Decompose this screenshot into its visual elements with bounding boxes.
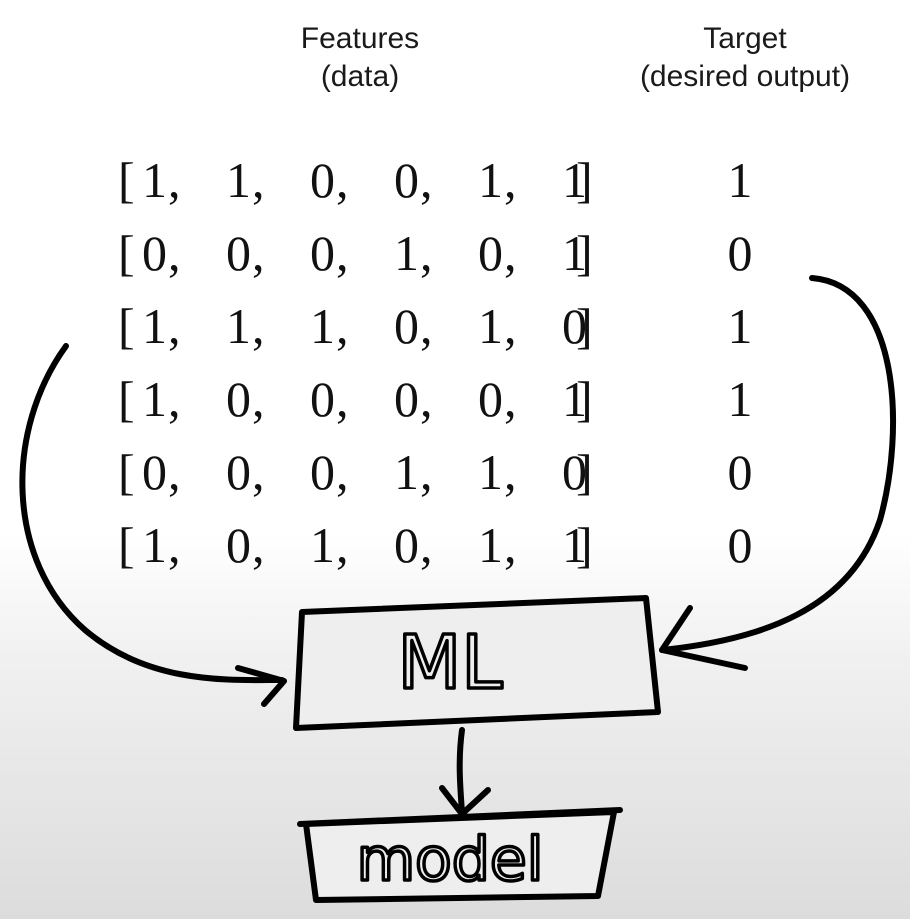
feature-value: 1 xyxy=(562,371,587,427)
feature-separator: , xyxy=(420,444,433,500)
feature-separator: , xyxy=(336,517,349,573)
ml-box xyxy=(293,595,661,731)
model-box-topline xyxy=(297,807,623,827)
target-value: 0 xyxy=(727,225,753,281)
target-value: 1 xyxy=(727,298,753,354)
feature-separator: , xyxy=(168,298,181,354)
model-box xyxy=(303,809,617,903)
features-arrow-head xyxy=(235,665,287,707)
row-close-bracket: ] xyxy=(576,371,593,427)
feature-separator: , xyxy=(168,152,181,208)
feature-separator: , xyxy=(252,517,265,573)
feature-value: 1 xyxy=(226,298,251,354)
feature-separator: , xyxy=(420,298,433,354)
feature-value: 1 xyxy=(478,152,503,208)
feature-value: 0 xyxy=(394,152,419,208)
feature-value: 1 xyxy=(394,444,419,500)
row-open-bracket: [ xyxy=(118,444,135,500)
feature-separator: , xyxy=(504,371,517,427)
feature-separator: , xyxy=(252,444,265,500)
feature-value: 1 xyxy=(310,298,335,354)
row-open-bracket: [ xyxy=(118,298,135,354)
feature-value: 1 xyxy=(142,517,167,573)
feature-value: 0 xyxy=(226,225,251,281)
feature-separator: , xyxy=(336,444,349,500)
feature-separator: , xyxy=(252,225,265,281)
target-title: Target xyxy=(703,22,787,55)
row-open-bracket: [ xyxy=(118,225,135,281)
feature-value: 1 xyxy=(478,444,503,500)
feature-separator: , xyxy=(168,225,181,281)
features-header: Features (data) xyxy=(250,20,470,96)
feature-value: 0 xyxy=(394,517,419,573)
row-close-bracket: ] xyxy=(576,517,593,573)
feature-value: 0 xyxy=(478,225,503,281)
feature-value: 0 xyxy=(562,298,587,354)
feature-separator: , xyxy=(336,371,349,427)
feature-value: 1 xyxy=(562,517,587,573)
feature-separator: , xyxy=(420,371,433,427)
feature-value: 0 xyxy=(226,444,251,500)
target-value: 1 xyxy=(727,152,753,208)
feature-separator: , xyxy=(252,371,265,427)
feature-separator: , xyxy=(504,444,517,500)
feature-separator: , xyxy=(336,225,349,281)
feature-separator: , xyxy=(504,298,517,354)
features-title: Features xyxy=(300,22,420,55)
feature-value: 0 xyxy=(142,225,167,281)
row-open-bracket: [ xyxy=(118,517,135,573)
feature-separator: , xyxy=(504,152,517,208)
feature-value: 1 xyxy=(142,298,167,354)
feature-value: 1 xyxy=(226,152,251,208)
feature-value: 0 xyxy=(310,444,335,500)
feature-value: 0 xyxy=(562,444,587,500)
row-close-bracket: ] xyxy=(576,152,593,208)
feature-separator: , xyxy=(420,225,433,281)
row-close-bracket: ] xyxy=(576,298,593,354)
feature-separator: , xyxy=(252,298,265,354)
feature-value: 0 xyxy=(226,517,251,573)
feature-separator: , xyxy=(168,517,181,573)
feature-value: 1 xyxy=(562,225,587,281)
feature-value: 0 xyxy=(394,298,419,354)
feature-value: 1 xyxy=(562,152,587,208)
feature-value: 1 xyxy=(478,517,503,573)
feature-separator: , xyxy=(168,444,181,500)
row-open-bracket: [ xyxy=(118,371,135,427)
feature-value: 0 xyxy=(142,444,167,500)
feature-value: 1 xyxy=(142,152,167,208)
feature-value: 1 xyxy=(478,298,503,354)
feature-separator: , xyxy=(336,152,349,208)
target-arrow-head xyxy=(659,605,748,671)
feature-value: 1 xyxy=(310,517,335,573)
feature-value: 0 xyxy=(226,371,251,427)
feature-value: 0 xyxy=(310,225,335,281)
target-header: Target (desired output) xyxy=(610,20,880,96)
feature-value: 0 xyxy=(478,371,503,427)
features-subtitle: (data) xyxy=(320,60,400,93)
model-arrow-head xyxy=(439,785,491,817)
row-close-bracket: ] xyxy=(576,444,593,500)
feature-value: 0 xyxy=(394,371,419,427)
feature-value: 0 xyxy=(310,152,335,208)
ml-to-model-arrow xyxy=(456,727,465,815)
target-subtitle: (desired output) xyxy=(639,60,851,93)
feature-value: 1 xyxy=(142,371,167,427)
target-value: 0 xyxy=(727,517,753,573)
feature-separator: , xyxy=(168,371,181,427)
model-box-label: model xyxy=(357,825,544,895)
ml-box-label: ML xyxy=(397,620,502,706)
feature-value: 0 xyxy=(310,371,335,427)
feature-separator: , xyxy=(336,298,349,354)
feature-separator: , xyxy=(252,152,265,208)
feature-separator: , xyxy=(420,517,433,573)
feature-separator: , xyxy=(504,225,517,281)
feature-separator: , xyxy=(420,152,433,208)
feature-value: 1 xyxy=(394,225,419,281)
target-value: 1 xyxy=(727,371,753,427)
row-open-bracket: [ xyxy=(118,152,135,208)
target-value: 0 xyxy=(727,444,753,500)
row-close-bracket: ] xyxy=(576,225,593,281)
feature-separator: , xyxy=(504,517,517,573)
